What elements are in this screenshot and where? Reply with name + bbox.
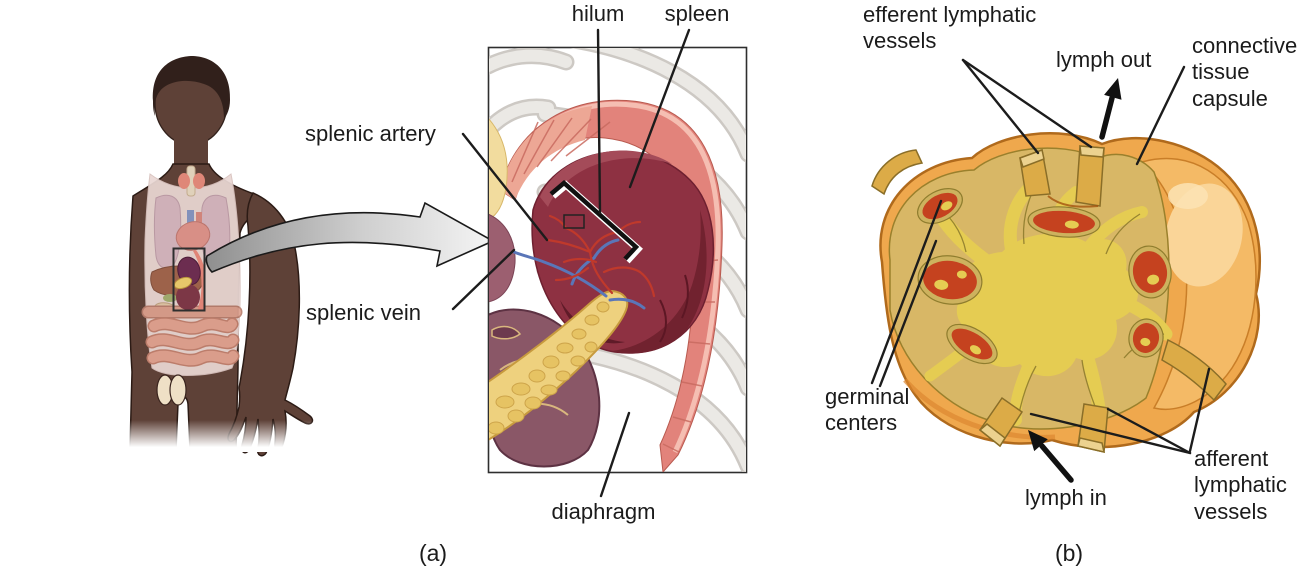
pancreas-illustration [489,289,629,441]
efferent-line-1 [961,58,1040,155]
panel-a-label-lines [451,28,691,498]
afferent-line-1 [1029,412,1192,455]
lymph-node-illustration [870,58,1261,483]
label-splenic-artery: splenic artery [305,121,436,146]
figure-fade [116,420,331,452]
hilum-inset-rect [563,214,585,229]
capsule-highlight [1165,183,1243,287]
panel-b-label-lines [870,58,1211,455]
label-spleen: spleen [664,1,730,26]
splenic-vessels [512,214,656,310]
hilum-line [596,28,602,215]
thyroid [178,173,190,189]
afferent-line-3 [1188,367,1211,453]
diaphragm-illustration [499,99,723,472]
label-efferent-vessels: efferent lymphatic vessels [863,2,1037,54]
germinal-centers-blobs [917,188,1172,365]
efferent-line-2 [961,58,1093,149]
lymph-vessel-stubs [871,145,1227,453]
germinal-line-2 [878,239,938,388]
zoom-arrow [205,201,495,273]
spleen-line [628,28,691,189]
lung-right [154,194,182,269]
diaphragm-line [599,411,631,498]
lymph-out-arrow [1099,78,1122,140]
label-afferent-vessels: afferent lymphatic vessels [1194,446,1287,524]
splenic-vein-line [451,248,516,311]
caption-b: (b) [1054,540,1084,566]
capsule-line [1135,65,1186,166]
intestines [141,305,243,367]
top-left-vessel [871,149,924,196]
arm-and-hand [227,192,314,457]
lymph-in-arrow [1028,430,1074,483]
afferent-line-2 [1106,407,1192,455]
label-splenic-vein: splenic vein [306,300,421,325]
caption-a: (a) [418,540,448,566]
hilum-bracket [549,180,643,264]
label-connective-capsule: connective tissue capsule [1192,33,1298,111]
highlight-box-scene [174,250,204,310]
label-lymph-in: lymph in [1025,485,1107,510]
germinal-line-1 [870,199,943,385]
splenic-artery-line [461,132,549,242]
stomach-body [489,213,516,303]
gallbladder [163,294,177,302]
label-germinal-centers: germinal centers [825,384,910,436]
afferent-vessel-right [1161,338,1227,402]
highlight-box [172,247,206,312]
spleen-panel [451,28,748,498]
label-diaphragm: diaphragm [551,499,656,524]
hair [152,56,231,119]
label-hilum: hilum [571,1,625,26]
label-lymph-out: lymph out [1056,47,1152,72]
